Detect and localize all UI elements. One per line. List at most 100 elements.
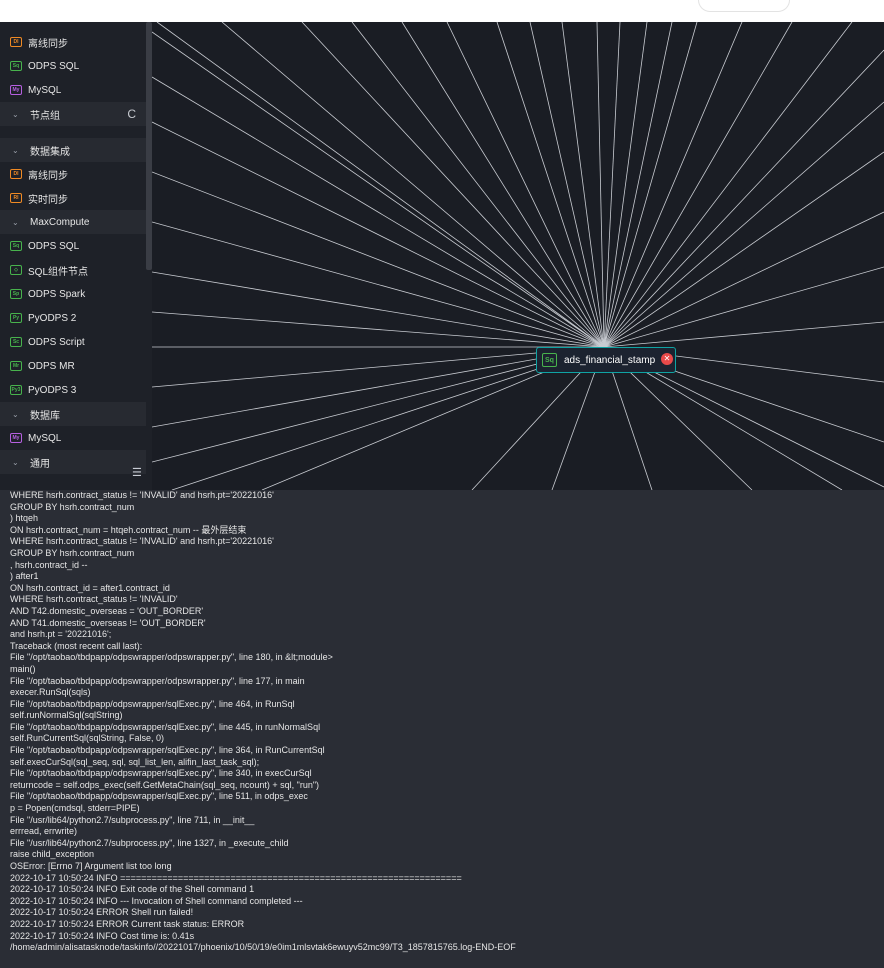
sidebar-item-7[interactable]: ⌄MaxCompute	[0, 210, 146, 234]
sidebar-item-2[interactable]: My MySQL	[0, 78, 146, 102]
sq-icon: Sq	[10, 61, 22, 71]
log-line: 2022-10-17 10:50:24 INFO --- Invocation …	[10, 895, 303, 906]
sidebar-item-9[interactable]: ◇SQL组件节点	[0, 258, 146, 282]
log-line: File "/opt/taobao/tbdpapp/odpswrapper/sq…	[10, 721, 321, 732]
chevron-down-icon: ⌄	[12, 109, 19, 119]
log-line: 2022-10-17 10:50:24 INFO Exit code of th…	[10, 884, 255, 895]
chevron-down-icon: ⌄	[12, 409, 19, 419]
close-icon[interactable]: ✕	[661, 353, 673, 365]
dependency-edge	[351, 22, 605, 348]
log-line: WHERE hsrh.contract_status != 'INVALID' …	[10, 536, 274, 547]
log-line: self.RunCurrentSql(sqlString, False, 0)	[10, 733, 165, 744]
log-line: /home/admin/alisatasknode/taskinfo//2022…	[10, 942, 516, 953]
log-line: Traceback (most recent call last):	[10, 640, 143, 651]
dependency-edge	[603, 22, 793, 348]
dependency-edge	[152, 121, 605, 348]
run-log-panel: WHERE hsrh.contract_status != 'INVALID' …	[0, 490, 884, 968]
top-pill-button[interactable]	[698, 0, 790, 12]
dependency-edge	[152, 31, 605, 348]
log-line: self.runNormalSql(sqlString)	[10, 710, 123, 721]
dependency-edge	[603, 22, 648, 348]
sidebar-item-label: 通用	[30, 458, 50, 470]
di-icon: DI	[10, 169, 22, 179]
sidebar-item-label: ODPS MR	[28, 360, 75, 372]
sidebar-item-4[interactable]: ⌄ 数据集成	[0, 138, 146, 162]
dependency-edge	[446, 22, 605, 348]
log-line: ) after1	[10, 571, 39, 582]
sidebar-item-label: 节点组	[30, 110, 60, 122]
dependency-edge	[152, 271, 605, 348]
sp-icon: Sp	[10, 289, 22, 299]
dependency-edge	[221, 22, 605, 348]
refresh-icon[interactable]: C	[127, 107, 136, 121]
mysql-icon: My	[10, 433, 22, 443]
collapse-sidebar-icon[interactable]: ☰	[132, 467, 142, 479]
sidebar-item-label: ODPS SQL	[28, 60, 80, 72]
sq-icon: Sq	[10, 241, 22, 251]
sidebar-item-label: MySQL	[28, 84, 62, 96]
sidebar-item-label: 数据集成	[30, 146, 70, 158]
ri-icon: RI	[10, 193, 22, 203]
log-line: 2022-10-17 10:50:24 ERROR Shell run fail…	[10, 907, 194, 918]
sidebar-item-17[interactable]: ⌄ 通用	[0, 450, 146, 474]
sidebar-item-10[interactable]: Sp ODPS Spark	[0, 282, 146, 306]
log-line: GROUP BY hsrh.contract_num	[10, 547, 135, 558]
log-line: OSError: [Errno 7] Argument list too lon…	[10, 861, 172, 871]
sidebar-scrollbar[interactable]	[146, 22, 152, 270]
dependency-edge	[152, 76, 605, 348]
log-line: File "/opt/taobao/tbdpapp/odpswrapper/od…	[10, 675, 305, 686]
mysql-icon: My	[10, 85, 22, 95]
log-line: AND T41.domestic_overseas != 'OUT_BORDER…	[10, 617, 206, 628]
log-line: main()	[10, 663, 36, 674]
log-line: raise child_exception	[10, 849, 95, 860]
dependency-edge	[603, 151, 884, 348]
dependency-edge	[152, 346, 605, 388]
log-line: , hsrh.contract_id --	[10, 559, 88, 570]
dag-node-ads-financial-stamp[interactable]: Sq ads_financial_stamp ✕	[536, 347, 676, 373]
sidebar-item-label: PyODPS 3	[28, 384, 77, 396]
dependency-edges	[152, 22, 884, 490]
top-bar	[0, 0, 884, 22]
dependency-edge	[401, 22, 605, 348]
dependency-edge	[152, 346, 605, 463]
sidebar-item-8[interactable]: Sq ODPS SQL	[0, 234, 146, 258]
dag-canvas[interactable]	[152, 22, 884, 490]
dependency-edge	[603, 22, 743, 348]
dependency-edge	[152, 171, 605, 348]
sidebar-item-6[interactable]: RI 实时同步	[0, 186, 146, 210]
log-line: ON hsrh.contract_id = after1.contract_id	[10, 582, 170, 593]
log-line: File "/usr/lib64/python2.7/subprocess.py…	[10, 814, 255, 825]
log-line: errread, errwrite)	[10, 826, 78, 837]
dependency-edge	[152, 311, 605, 348]
dependency-edge	[603, 49, 884, 348]
log-line: File "/opt/taobao/tbdpapp/odpswrapper/sq…	[10, 745, 325, 756]
log-line: and hsrh.pt = '20221016';	[10, 629, 112, 640]
chevron-down-icon: ⌄	[12, 457, 19, 467]
dependency-edge	[529, 22, 605, 348]
log-line: ) htqeh	[10, 513, 39, 524]
sidebar-item-15[interactable]: ⌄ 数据库	[0, 402, 146, 426]
sidebar-item-label: MaxCompute	[30, 216, 90, 228]
sidebar-item-label: 数据库	[30, 410, 60, 422]
chevron-down-icon: ⌄	[12, 145, 19, 155]
dependency-edge	[301, 22, 605, 348]
log-line: File "/opt/taobao/tbdpapp/odpswrapper/sq…	[10, 698, 295, 709]
sidebar-item-label: 实时同步	[28, 194, 68, 206]
log-line: self.execCurSql(sql_seq, sql, sql_list_l…	[10, 756, 260, 767]
sidebar-item-3[interactable]: ⌄ 节点组 C	[0, 102, 146, 126]
dependency-edge	[561, 22, 605, 348]
dependency-edge	[152, 346, 605, 428]
sidebar-item-label: ODPS Spark	[28, 288, 86, 300]
sql-component-icon: ◇	[10, 265, 22, 275]
log-line: AND T42.domestic_overseas = 'OUT_BORDER'	[10, 605, 204, 616]
sidebar-item-label: ODPS SQL	[28, 240, 80, 252]
dependency-edge	[156, 22, 605, 348]
sidebar-item-1[interactable]: Sq ODPS SQL	[0, 54, 146, 78]
